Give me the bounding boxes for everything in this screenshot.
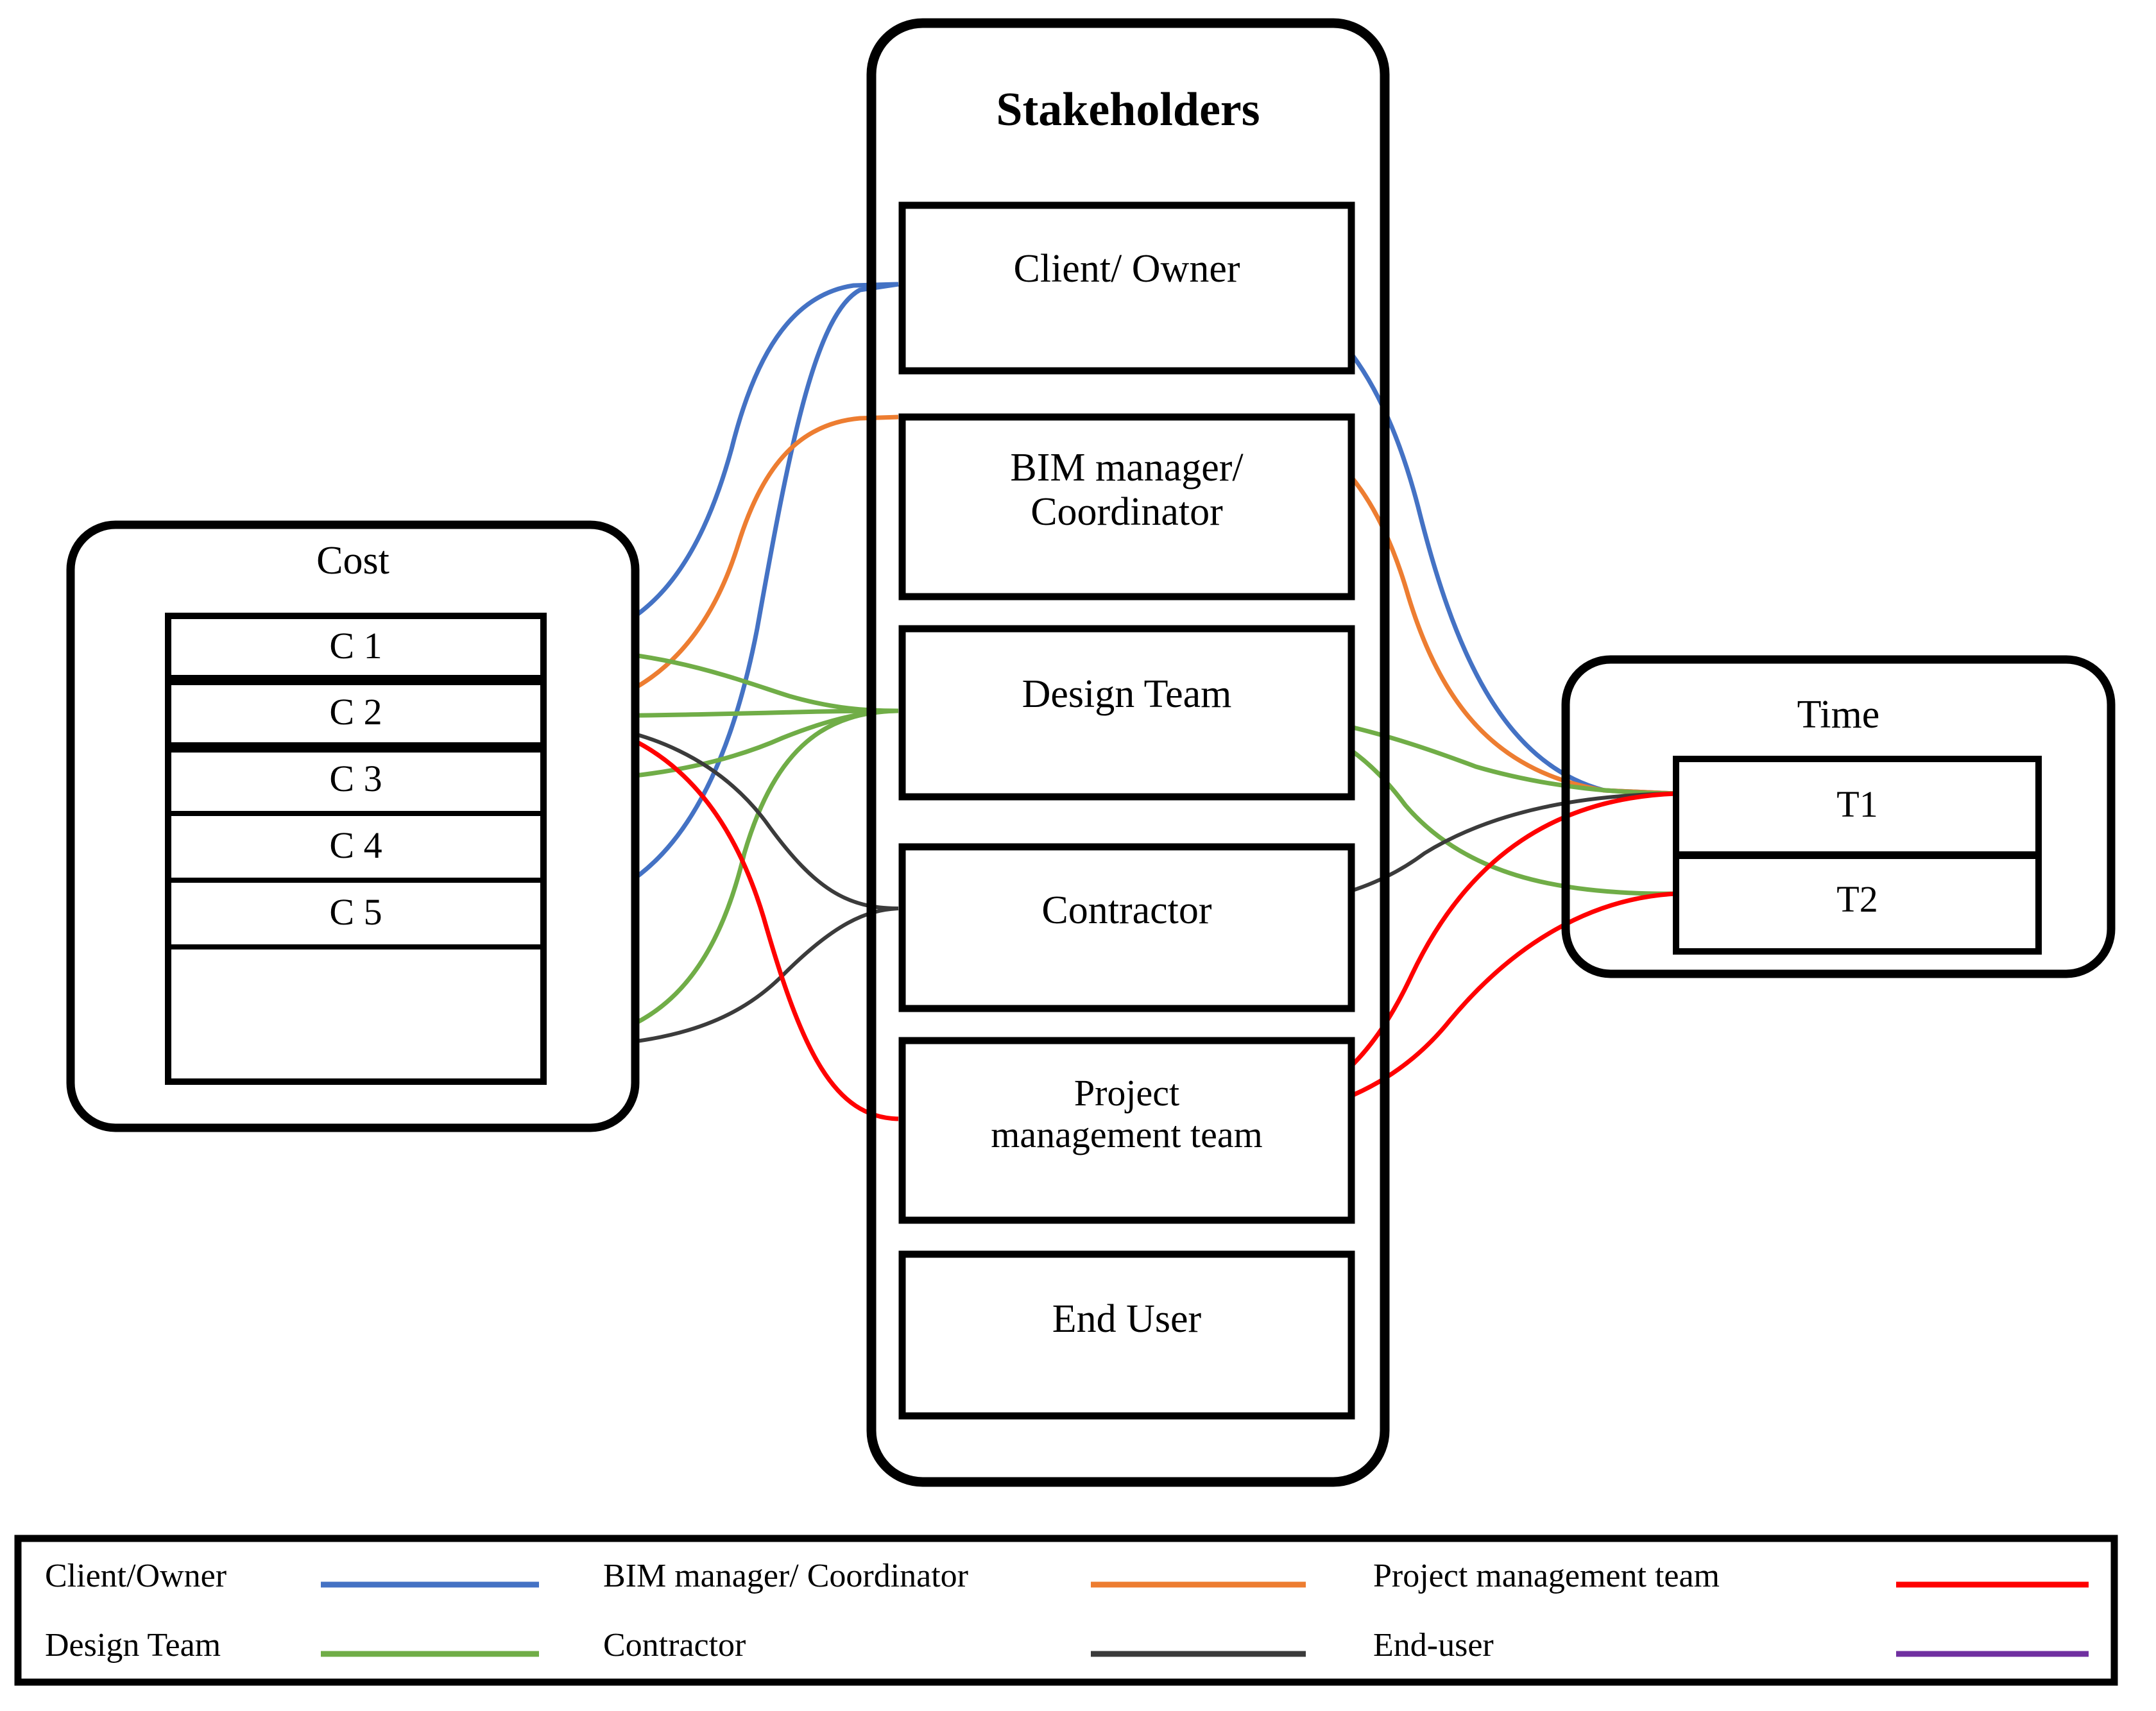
stakeholder-box-design-team [898,625,1355,801]
stakeholder-label-bim-manager[interactable]: BIM manager/ Coordinator [1010,446,1244,534]
stakeholder-box-bim-manager [898,413,1355,600]
legend-label-client-owner: Client/Owner [45,1558,227,1594]
stakeholder-label-design-team[interactable]: Design Team [1022,672,1232,716]
legend-label-end-user: End-user [1373,1627,1494,1664]
time-title: Time [1797,693,1880,736]
stakeholder-label-contractor[interactable]: Contractor [1041,889,1212,932]
stakeholder-label-pm-team[interactable]: Project management team [991,1072,1263,1155]
stakeholder-boxes [898,201,1355,1420]
time-item-t2[interactable]: T2 [1836,878,1878,920]
time-item-t1[interactable]: T1 [1836,783,1878,825]
stakeholder-label-end-user[interactable]: End User [1052,1297,1202,1341]
legend-swatches [321,1581,2089,1657]
cost-item-c2[interactable]: C 2 [329,691,382,733]
time-table [1673,756,2042,955]
stakeholders-container [866,18,1390,1487]
legend-label-pm-team: Project management team [1373,1558,1720,1594]
legend-label-contractor: Contractor [603,1627,746,1664]
cost-item-c3[interactable]: C 3 [329,758,382,799]
cost-table [165,613,547,1085]
stakeholder-box-contractor [898,843,1355,1012]
stakeholder-box-end-user [898,1250,1355,1420]
time-container [1561,655,2116,978]
cost-item-c5[interactable]: C 5 [329,891,382,933]
stakeholder-box-pm-team [898,1037,1355,1224]
stakeholders-title: Stakeholders [996,83,1260,136]
stakeholder-box-client-owner [898,201,1355,375]
cost-item-c4[interactable]: C 4 [329,824,382,866]
stakeholder-label-client-owner[interactable]: Client/ Owner [1013,247,1240,291]
legend-box [14,1535,2118,1686]
legend-label-bim-manager: BIM manager/ Coordinator [603,1558,968,1594]
cost-title: Cost [316,539,389,583]
cost-item-c1[interactable]: C 1 [329,625,382,667]
legend-label-design-team: Design Team [45,1627,221,1664]
